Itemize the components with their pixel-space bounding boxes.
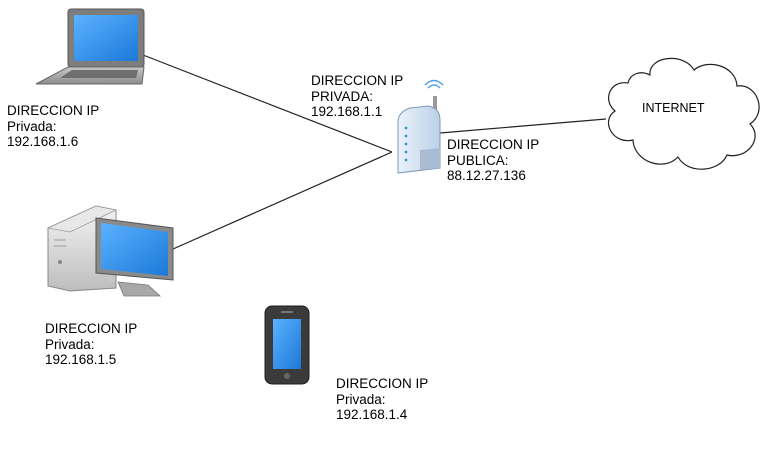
laptop-ip-label: DIRECCION IP Privada: 192.168.1.6 xyxy=(7,103,99,150)
desktop-ip-type: Privada: xyxy=(45,336,95,352)
router-public-ip-title: DIRECCION IP xyxy=(447,137,540,152)
desktop-ip-title: DIRECCION IP xyxy=(45,321,138,336)
phone-ip-type: Privada: xyxy=(336,391,386,407)
desktop-ip-label: DIRECCION IP Privada: 192.168.1.5 xyxy=(45,321,137,368)
laptop-icon xyxy=(35,8,145,85)
laptop-ip-address: 192.168.1.6 xyxy=(7,134,79,149)
link-laptop-router xyxy=(142,54,393,153)
router-private-ip-address: 192.168.1.1 xyxy=(311,104,383,119)
desktop-ip-address: 192.168.1.5 xyxy=(45,352,117,367)
smartphone-icon xyxy=(264,305,310,385)
cloud-icon xyxy=(607,57,760,170)
phone-ip-title: DIRECCION IP xyxy=(336,376,429,391)
router-public-ip-address: 88.12.27.136 xyxy=(447,168,526,183)
router-private-ip-title: DIRECCION IP xyxy=(311,73,404,88)
router-public-ip-type: PUBLICA: xyxy=(447,152,509,168)
laptop-ip-title: DIRECCION IP xyxy=(7,103,100,118)
router-private-ip-label: DIRECCION IP PRIVADA: 192.168.1.1 xyxy=(311,73,403,120)
router-public-ip-label: DIRECCION IP PUBLICA: 88.12.27.136 xyxy=(447,137,539,184)
phone-ip-label: DIRECCION IP Privada: 192.168.1.4 xyxy=(336,376,428,423)
desktop-computer-icon xyxy=(46,205,174,297)
wifi-router-icon xyxy=(397,79,444,174)
link-router-internet xyxy=(439,118,607,134)
link-desktop-router xyxy=(172,151,393,250)
router-private-ip-type: PRIVADA: xyxy=(311,88,374,104)
phone-ip-address: 192.168.1.4 xyxy=(336,407,408,422)
laptop-ip-type: Privada: xyxy=(7,118,57,134)
internet-label: INTERNET xyxy=(642,101,705,115)
